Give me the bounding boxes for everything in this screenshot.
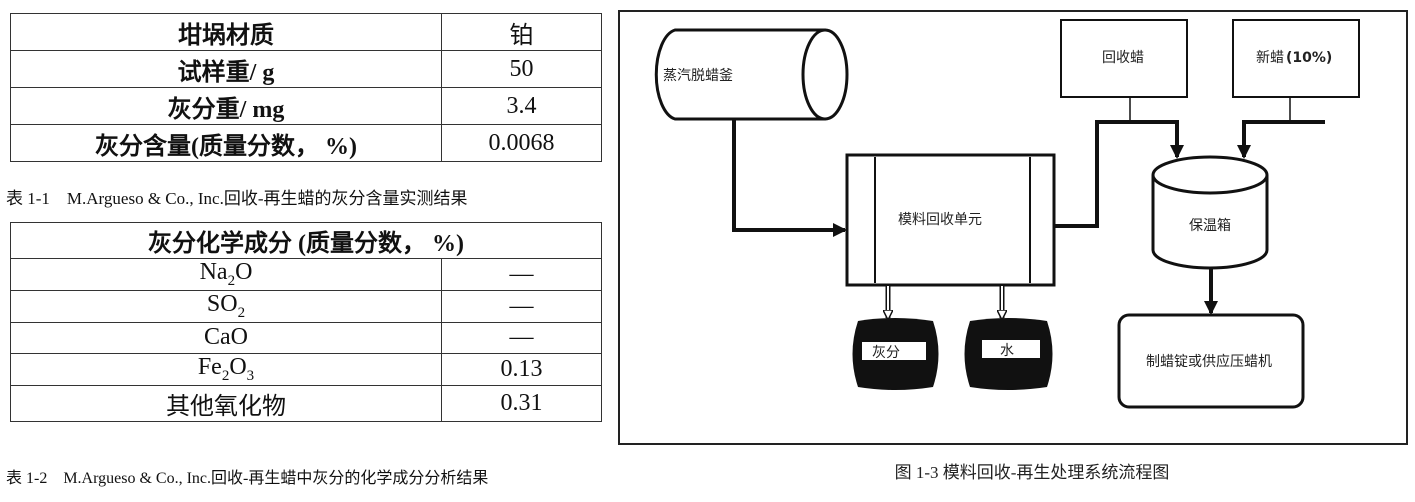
table-row: Na2O— [10, 258, 602, 291]
row-label: Fe2O3 [10, 353, 442, 386]
flow-arrow [732, 120, 847, 237]
row-value: 3.4 [441, 87, 602, 125]
new-wax-box [1232, 19, 1360, 98]
holding-tank-cylinder: 保温箱 [1151, 155, 1269, 270]
table-row: CaO— [10, 321, 602, 355]
row-value: 0.0068 [441, 124, 602, 162]
new-wax-label: 新蜡(10%) [1256, 50, 1332, 66]
ash-barrel: 灰分 [852, 318, 939, 390]
row-label: 灰分含量(质量分数， %) [10, 124, 442, 162]
row-value: 0.13 [441, 353, 602, 386]
reclaimed-wax-label: 回收蜡 [1102, 50, 1144, 66]
row-value: — [441, 321, 602, 355]
autoclave-cylinder: 蒸汽脱蜡釜 [654, 28, 849, 121]
row-label: SO2 [10, 289, 442, 323]
row-label: 试样重/ g [10, 50, 442, 88]
recovery-unit-label: 模料回收单元 [898, 212, 982, 228]
figure-caption: 图 1-3 模料回收-再生处理系统流程图 [895, 463, 1170, 482]
row-value: — [441, 289, 602, 323]
table1-caption: 表 1-1 M.Argueso & Co., Inc.回收-再生蜡的灰分含量实测… [6, 189, 468, 208]
row-label: 其他氧化物 [10, 384, 442, 422]
table2-caption: 表 1-2 M.Argueso & Co., Inc.回收-再生蜡中灰分的化学成… [6, 470, 489, 487]
table-header: 灰分化学成分 (质量分数， %) [10, 222, 602, 259]
water-label: 水 [1000, 343, 1014, 359]
holding-tank-label: 保温箱 [1189, 218, 1231, 234]
reclaimed-wax-box [1060, 19, 1188, 98]
row-label: Na2O [10, 258, 442, 291]
row-label: 坩埚材质 [10, 13, 442, 51]
row-value: 铂 [441, 13, 602, 51]
flow-arrow [1237, 120, 1325, 159]
header-cell: 灰分化学成分 (质量分数， %) [10, 222, 602, 259]
table-row: 坩埚材质铂 [10, 13, 602, 51]
output-label: 制蜡锭或供应压蜡机 [1146, 353, 1272, 370]
table-row: SO2— [10, 289, 602, 323]
autoclave-label: 蒸汽脱蜡釜 [663, 68, 733, 84]
row-value: 0.31 [441, 384, 602, 422]
water-barrel: 水 [964, 318, 1053, 390]
diagram-frame [618, 10, 1408, 445]
table-row: 灰分含量(质量分数， %)0.0068 [10, 124, 602, 162]
ash-label: 灰分 [872, 345, 900, 361]
output-box: 制蜡锭或供应压蜡机 [1117, 313, 1305, 409]
recovery-unit-box: 模料回收单元 [845, 153, 1056, 287]
row-value: — [441, 258, 602, 291]
flow-arrow [1054, 120, 1184, 228]
